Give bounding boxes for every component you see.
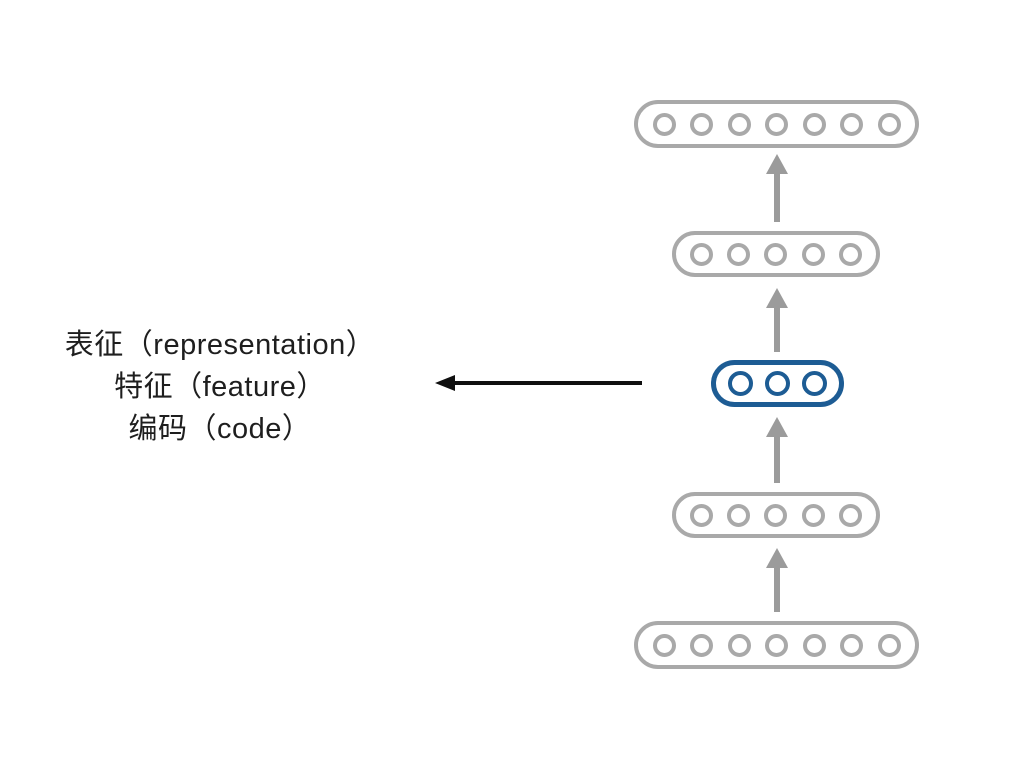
arrow-shaft [774,171,780,222]
node-circle [764,242,788,266]
code-pointer-arrow-icon [435,375,642,391]
node-circle [690,112,713,136]
layer-upper-hidden [672,231,880,277]
arrow-shaft [452,381,642,385]
arrow-shaft [774,434,780,483]
annotation-line-feature: 特征（feature） [114,371,326,403]
arrow-shaft [774,305,780,352]
arrowhead-up-icon [766,417,788,437]
node-circle [765,112,788,136]
layer-code [711,360,844,407]
node-circle [765,633,788,657]
node-circle [877,112,901,136]
up-arrow-icon [765,154,789,222]
node-circle [652,633,676,657]
node-circle [765,371,790,396]
code-annotation: 表征（representation） 特征（feature） 编码（code） [30,324,410,450]
node-circle [802,112,826,136]
node-circle [727,112,751,136]
node-circle [838,242,862,266]
node-circle [838,503,862,527]
arrowhead-up-icon [766,288,788,308]
node-circle [690,242,714,266]
node-circle [727,503,751,527]
node-circle [802,371,827,396]
annotation-line-representation: 表征（representation） [64,329,376,361]
node-circle [690,633,713,657]
node-circle [652,112,676,136]
node-circle [802,633,826,657]
up-arrow-icon [765,417,789,483]
node-circle [727,633,751,657]
node-circle [840,112,863,136]
layer-lower-hidden [672,492,880,538]
layer-bottom [634,621,919,669]
arrow-shaft [774,565,780,612]
layer-top [634,100,919,148]
annotation-line-code: 编码（code） [128,413,312,445]
node-circle [840,633,863,657]
up-arrow-icon [765,548,789,612]
node-circle [728,371,753,396]
node-circle [877,633,901,657]
node-circle [801,242,825,266]
node-circle [801,503,825,527]
node-circle [727,242,751,266]
node-circle [690,503,714,527]
node-circle [764,503,788,527]
arrowhead-left-icon [435,375,455,391]
arrowhead-up-icon [766,548,788,568]
up-arrow-icon [765,288,789,352]
arrowhead-up-icon [766,154,788,174]
